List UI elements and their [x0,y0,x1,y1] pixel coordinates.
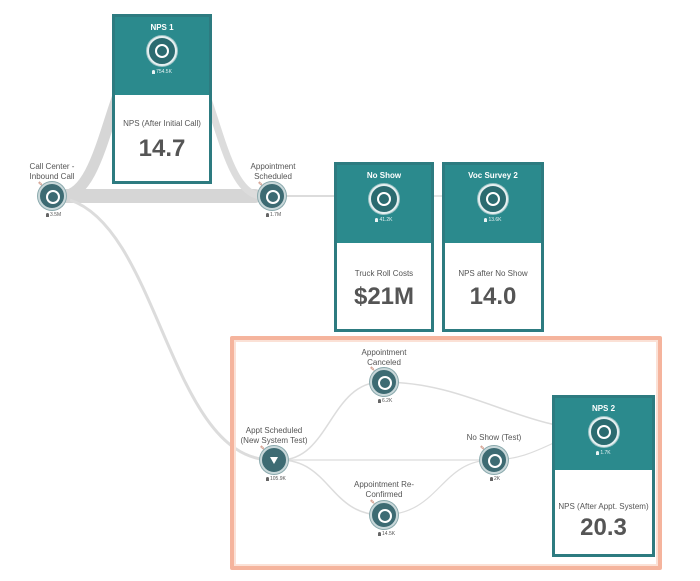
card-count: 754.5K [115,69,209,75]
node-label-no-show-test: No Show (Test) [466,433,522,442]
card-nps2[interactable]: NPS 2 1.7K NPS (After Appt. System) 20.3 [552,395,655,557]
journey-node-icon[interactable] [370,368,398,396]
node-marker: ✎ [370,367,376,373]
card-header: NPS 1 754.5K [115,17,209,95]
card-title: NPS 2 [591,404,616,413]
card-header: NPS 2 1.7K [555,398,652,470]
node-count-appointment-reconfirmed: 14.5K [378,531,395,537]
journey-node-icon[interactable] [38,182,66,210]
person-icon [46,212,49,217]
node-marker: ✎ [258,182,264,188]
journey-node-icon[interactable] [480,446,508,474]
node-marker: ✎ [38,182,44,188]
filter-icon[interactable] [260,446,288,474]
person-icon [378,398,381,403]
card-no-show[interactable]: No Show 41.2K Truck Roll Costs $21M [334,162,434,332]
node-label-appointment-canceled: Appointment Canceled [361,348,407,367]
card-title: NPS 1 [150,23,174,32]
card-nps1[interactable]: NPS 1 754.5K NPS (After Initial Call) 14… [112,14,212,184]
card-metric-label: NPS after No Show [458,269,528,278]
node-label-call-center: Call Center - Inbound Call [29,162,75,181]
card-voc-survey-2[interactable]: Voc Survey 2 13.6K NPS after No Show 14.… [442,162,544,332]
node-count-no-show-test: 2K [490,476,500,482]
person-icon [490,476,493,481]
node-marker: ✎ [480,446,486,452]
journey-node-icon[interactable] [478,184,508,214]
journey-node-icon[interactable] [370,501,398,529]
node-count-appointment-scheduled: 1.7M [266,212,281,218]
node-label-appt-scheduled-new: Appt Scheduled (New System Test) [240,426,308,445]
new-system-test-highlight [230,336,662,570]
node-count-call-center: 3.5M [46,212,61,218]
node-marker: ✎ [260,446,266,452]
card-metric-label: NPS (After Initial Call) [123,119,201,128]
person-icon [375,217,379,222]
journey-node-icon[interactable] [147,36,177,66]
journey-node-icon[interactable] [369,184,399,214]
journey-node-icon[interactable] [258,182,286,210]
card-metric-value: 14.0 [469,283,517,310]
card-title: Voc Survey 2 [468,171,518,180]
node-count-appointment-canceled: 6.2K [378,398,392,404]
card-header: Voc Survey 2 13.6K [445,165,541,243]
journey-node-icon[interactable] [588,417,619,447]
flow-callcenter-to-newsystem [69,198,273,462]
person-icon [152,69,156,74]
person-icon [266,212,269,217]
card-metric-value: 14.7 [138,135,186,162]
card-count: 1.7K [555,450,652,456]
card-metric-value: 20.3 [580,514,627,541]
flow-reconfirmed-to-noshowtest [381,459,493,516]
node-marker: ✎ [370,500,376,506]
card-count: 41.2K [337,217,431,223]
card-count: 13.6K [445,217,541,223]
card-header: No Show 41.2K [337,165,431,243]
flow-newsystem-to-canceled [279,381,383,461]
card-metric-value: $21M [353,283,415,310]
flow-newsystem-to-reconfirmed [279,459,383,516]
person-icon [266,476,269,481]
node-label-appointment-scheduled: Appointment Scheduled [250,162,296,181]
card-metric-label: Truck Roll Costs [354,269,414,278]
card-metric-label: NPS (After Appt. System) [558,502,649,511]
node-label-appointment-reconfirmed: Appointment Re- Confirmed [353,480,415,499]
node-count-appt-scheduled-new: 105.9K [266,476,286,482]
person-icon [484,217,488,222]
card-title: No Show [366,171,402,180]
person-icon [378,531,381,536]
person-icon [596,450,600,455]
